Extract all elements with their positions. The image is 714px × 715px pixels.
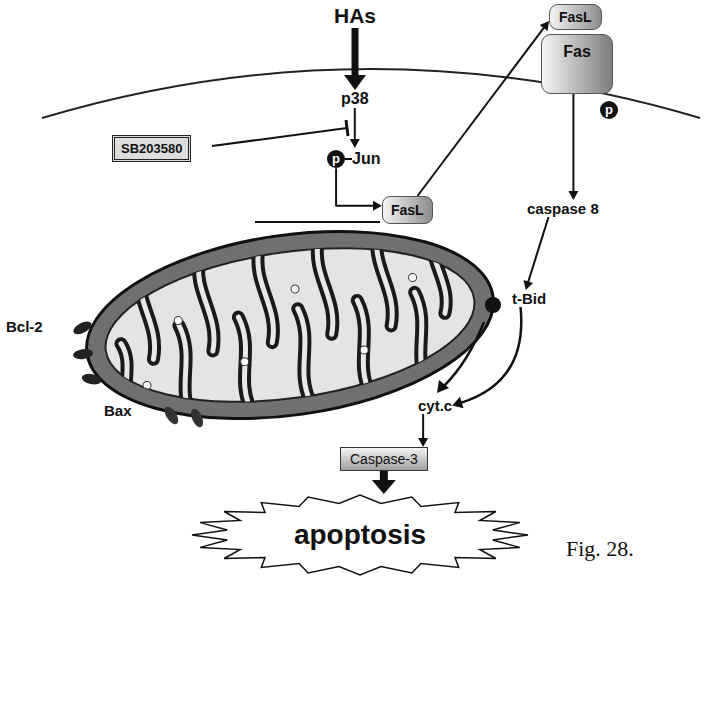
connector-line [528, 217, 548, 282]
connector [344, 28, 366, 90]
protein-label: Bax [104, 402, 132, 419]
gene-shape: FasL [382, 196, 433, 224]
release-arrowhead [437, 380, 449, 393]
ligand-shape: FasL [549, 4, 602, 30]
inhibition-line [212, 128, 347, 146]
arrowhead [418, 438, 428, 447]
node-text: FasL [391, 202, 424, 218]
caspase-box: Caspase-3 [340, 447, 428, 471]
node-text: t-Bid [512, 290, 546, 307]
mitochondrion [61, 207, 506, 444]
node-text: Caspase-3 [350, 451, 418, 467]
connector [372, 471, 396, 494]
node-text: cyt.c [418, 397, 452, 414]
phospho-mark: p [327, 150, 345, 168]
outcome-starburst: apoptosis [190, 494, 530, 576]
connector-line [336, 168, 374, 206]
outer-membrane [74, 207, 505, 442]
phospho-protein: p Jun [327, 148, 380, 168]
phospho-mark: p [600, 101, 618, 119]
arrowhead [344, 75, 366, 90]
connector [336, 168, 382, 211]
gene-baseline [255, 221, 380, 223]
connector-line [354, 108, 356, 140]
connector-line [422, 414, 424, 439]
protein-label: t-Bid [512, 290, 546, 307]
connector-line [572, 94, 574, 192]
connector [524, 217, 549, 290]
bcl2-protein [68, 318, 103, 389]
node-text: SB203580 [121, 141, 182, 156]
receptor-shape: Fasp [541, 34, 613, 94]
caspase-label: caspase 8 [527, 200, 599, 217]
stimulus-label: HAs [334, 4, 376, 28]
bond-dash [345, 158, 352, 160]
connector [418, 414, 428, 447]
connector [452, 307, 521, 408]
outcome-text: apoptosis [294, 519, 426, 551]
arrowhead [373, 201, 382, 211]
node-text: FasL [559, 9, 592, 25]
starburst-shape [192, 495, 528, 575]
connector-line [352, 28, 359, 76]
node-text: p38 [341, 90, 369, 108]
figure-caption: Fig. 28. [566, 536, 634, 562]
connector [568, 94, 578, 200]
arrowhead [540, 21, 549, 31]
arrowhead [350, 139, 360, 148]
receptor-name: Fas [542, 43, 612, 61]
connector [417, 21, 549, 196]
bax-protein [161, 400, 206, 434]
protein-name: Jun [352, 150, 380, 167]
inhibition-bar [346, 120, 348, 136]
connector-line [380, 471, 388, 481]
protein-label: Bcl-2 [6, 318, 43, 335]
node-text: HAs [334, 4, 376, 28]
connector-line [461, 307, 521, 403]
tbid-dot [485, 297, 501, 313]
inhibitor-box: SB203580 [112, 135, 191, 162]
protein-label: cyt.c [418, 397, 452, 414]
cristae [107, 224, 458, 429]
connector-line [417, 27, 544, 196]
connector [350, 108, 360, 148]
kinase-label: p38 [341, 90, 369, 108]
node-text: caspase 8 [527, 200, 599, 217]
release-arrow [444, 322, 484, 386]
arrowhead [568, 191, 578, 200]
arrowhead [372, 480, 396, 494]
